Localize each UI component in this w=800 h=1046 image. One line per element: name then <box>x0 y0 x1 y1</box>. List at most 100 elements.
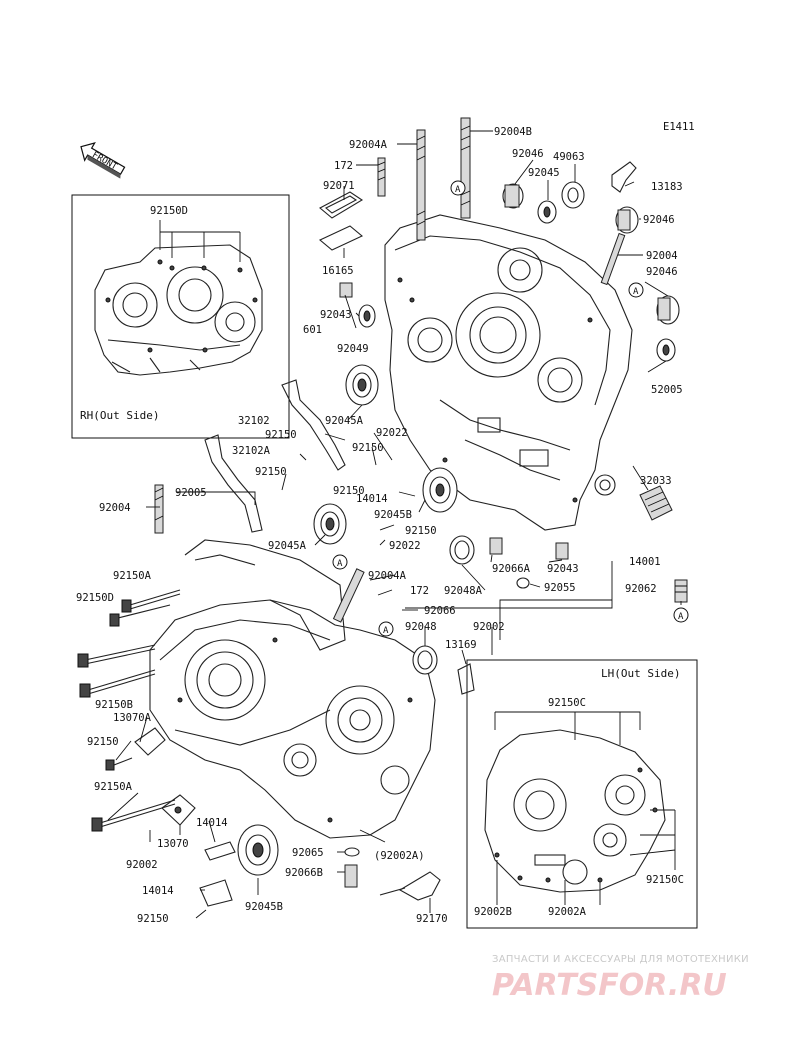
rh-inset: 92150D RH(Out Side) <box>71 194 290 439</box>
callout-92055: 92055 <box>544 582 576 594</box>
callout-92150B: 92150B <box>95 699 133 711</box>
callout-92150A-1: 92150A <box>113 570 152 582</box>
bolt-92150-short <box>105 757 133 771</box>
callout-32102A: 32102A <box>232 445 271 457</box>
lh-inset-part-92002B: 92002B <box>474 906 512 918</box>
breather-13183 <box>611 161 637 193</box>
svg-text:A: A <box>337 559 343 569</box>
callout-92005: 92005 <box>175 487 207 499</box>
callout-92043-right: 92043 <box>547 563 579 575</box>
callout-14001: 14001 <box>629 556 661 568</box>
callout-92150A-2: 92150A <box>94 781 133 793</box>
callout-14014-1: 14014 <box>356 493 388 505</box>
bracket-13070A <box>134 727 166 756</box>
callout-92150-3: 92150 <box>255 466 287 478</box>
callout-92170: 92170 <box>416 913 448 925</box>
callout-172-top: 172 <box>334 160 353 172</box>
bracket-92170 <box>379 871 441 901</box>
callout-52005: 52005 <box>651 384 683 396</box>
pin-92043-right <box>555 542 569 560</box>
callout-92002-2: 92002 <box>126 859 158 871</box>
plug-92066B <box>344 864 358 888</box>
callout-172-2: 172 <box>410 585 429 597</box>
callout-92150-7: 92150 <box>137 913 169 925</box>
callout-92062: 92062 <box>625 583 657 595</box>
bearing-92045A-lower <box>313 503 347 545</box>
callout-92004B-top: 92004B <box>494 126 532 138</box>
needle-bearing-92046-low <box>656 295 680 325</box>
callout-92045A-2: 92045A <box>268 540 307 552</box>
marker-a-1: A <box>450 180 466 196</box>
callout-92048: 92048 <box>405 621 437 633</box>
svg-text:A: A <box>383 626 389 636</box>
watermark: ЗАПЧАСТИ И АКСЕССУАРЫ ДЛЯ МОТОТЕХНИКИ PA… <box>492 954 749 1003</box>
callout-13070: 13070 <box>157 838 189 850</box>
stud-92004B-top <box>460 117 471 219</box>
callout-92045-a: 92045 <box>528 167 560 179</box>
callout-92150-1: 92150 <box>265 429 297 441</box>
needle-bearing-92046-top <box>502 183 524 209</box>
lh-crankcase-outline <box>484 729 666 893</box>
rh-inset-part-label: 92150D <box>150 205 188 217</box>
lower-crankcase-half <box>149 539 436 839</box>
callout-92045B-1: 92045B <box>374 509 412 521</box>
washer-92065 <box>344 847 360 857</box>
watermark-tagline: ЗАПЧАСТИ И АКСЕССУАРЫ ДЛЯ МОТОТЕХНИКИ <box>492 954 749 965</box>
watermark-logo: PARTSFOR.RU <box>492 968 727 1003</box>
stud-92004-right <box>600 232 626 286</box>
callout-92150-6: 92150 <box>87 736 119 748</box>
callout-49063: 49063 <box>553 151 585 163</box>
diagram-code: E1411 <box>663 121 695 133</box>
bolt-92150D <box>109 604 171 627</box>
bearing-49063 <box>561 181 585 209</box>
lh-inset-part-92150C-right: 92150C <box>646 874 684 886</box>
stud-92004A-top <box>416 129 426 241</box>
svg-text:A: A <box>455 185 461 195</box>
lh-inset-title: LH(Out Side) <box>601 667 680 680</box>
marker-a-5: A <box>673 607 689 623</box>
callout-14014-2: 14014 <box>196 817 228 829</box>
callout-92004A-2: 92004A <box>368 570 407 582</box>
bolt-92150A-1 <box>121 589 181 613</box>
oil-pipe-32102 <box>281 379 346 471</box>
callout-92046-c: 92046 <box>646 266 678 278</box>
callout-16165: 16165 <box>322 265 354 277</box>
bracket-14014-b <box>199 879 233 907</box>
callout-92046-b: 92046 <box>643 214 675 226</box>
pin-92043-left <box>339 282 353 298</box>
callout-92066B: 92066B <box>285 867 323 879</box>
oil-seal-92049 <box>358 304 376 328</box>
leader-lines <box>107 130 682 919</box>
bolt-92150A-2 <box>91 799 176 832</box>
bearing-92045B-lower <box>237 824 279 876</box>
callout-92004-right: 92004 <box>646 250 678 262</box>
callout-13169: 13169 <box>445 639 477 651</box>
callout-92002A-paren: (92002A) <box>374 850 425 862</box>
bolt-92150B <box>79 669 156 698</box>
bearing-92045B-mid <box>422 467 458 513</box>
svg-text:A: A <box>678 612 684 622</box>
callout-92150-2: 92150 <box>352 442 384 454</box>
callout-92049: 92049 <box>337 343 369 355</box>
callout-92150D: 92150D <box>76 592 114 604</box>
svg-text:A: A <box>633 287 639 297</box>
callout-92022-2: 92022 <box>389 540 421 552</box>
lh-inset-part-92002A: 92002A <box>548 906 587 918</box>
lh-inset: LH(Out Side) 92150C 92150C 92002B 92002A <box>466 659 698 929</box>
bearing-92048 <box>412 645 438 675</box>
callout-92066A: 92066A <box>492 563 531 575</box>
front-arrow-icon: FRONT <box>80 142 126 179</box>
callout-92004-left: 92004 <box>99 502 131 514</box>
callout-92046-a: 92046 <box>512 148 544 160</box>
dowel-172-top <box>377 157 386 197</box>
plate-13070 <box>161 794 196 826</box>
oil-pipe-32102A <box>204 434 263 533</box>
callout-13183: 13183 <box>651 181 683 193</box>
bearing-92045-top <box>537 200 557 224</box>
marker-a-2: A <box>628 282 644 298</box>
stud-92004-left <box>154 484 164 534</box>
bracket-14014-a <box>204 841 236 861</box>
gasket-16165 <box>318 225 364 251</box>
callout-92045A-1: 92045A <box>325 415 364 427</box>
